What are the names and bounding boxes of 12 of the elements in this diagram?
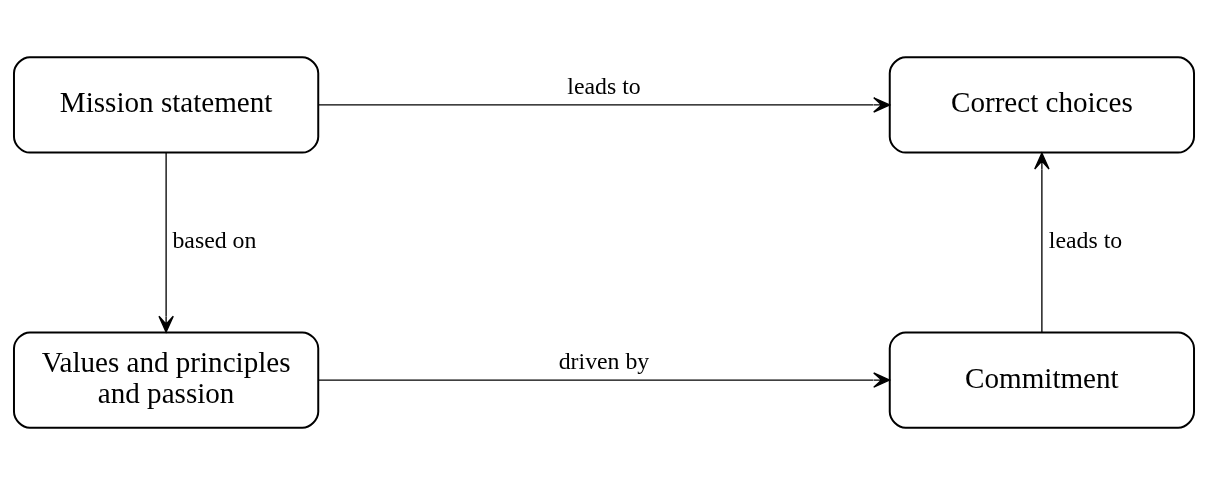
node-box: Mission statement	[13, 55, 320, 154]
edge-label: based on	[172, 226, 257, 253]
edge-label: driven by	[558, 347, 650, 374]
edge-label: leads to	[567, 72, 641, 99]
edge-label: leads to	[1048, 226, 1123, 253]
arrow	[318, 96, 891, 113]
arrow	[1034, 151, 1050, 333]
node-box: Correct choices	[888, 55, 1195, 154]
arrow	[158, 151, 174, 333]
node-box: Commitment	[888, 330, 1195, 429]
node-box: Values and principles and passion	[13, 330, 320, 429]
arrow	[318, 371, 891, 388]
